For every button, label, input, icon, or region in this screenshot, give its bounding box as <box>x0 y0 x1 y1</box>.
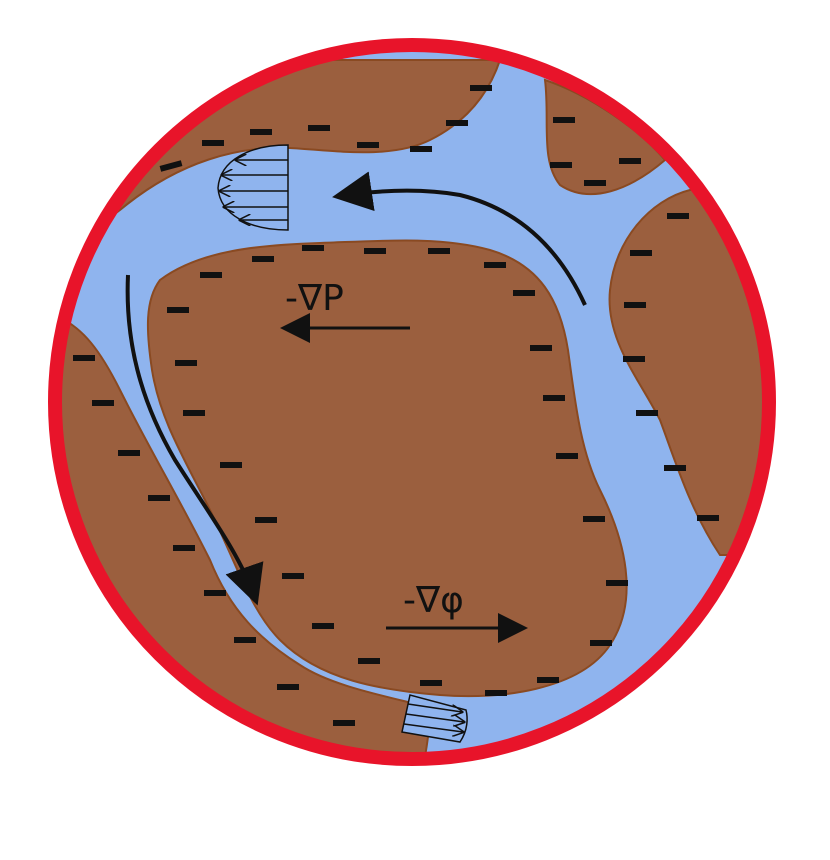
charge <box>250 129 272 135</box>
charge <box>485 690 507 696</box>
charge <box>252 256 274 262</box>
charge <box>357 142 379 148</box>
charge <box>590 640 612 646</box>
flow-arrow-left <box>125 274 264 606</box>
charge <box>333 720 355 726</box>
charge <box>410 146 432 152</box>
charge <box>159 160 183 172</box>
charge <box>550 162 572 168</box>
charge <box>308 125 330 131</box>
velocity-profile-top <box>217 144 289 231</box>
charge <box>584 180 606 186</box>
charge <box>583 516 605 522</box>
grain-center <box>146 239 628 698</box>
charge <box>202 140 224 146</box>
charge <box>277 684 299 690</box>
charge <box>148 495 170 501</box>
charge <box>255 517 277 523</box>
charge <box>167 307 189 313</box>
charge <box>118 450 140 456</box>
charge <box>624 302 646 308</box>
surface-charges <box>73 85 719 726</box>
charge <box>636 410 658 416</box>
flow-arrow-top <box>332 171 587 306</box>
charge <box>200 272 222 278</box>
charge <box>204 590 226 596</box>
charge <box>619 158 641 164</box>
boundary-ring <box>48 38 776 766</box>
charge <box>553 117 575 123</box>
potential-gradient-label: -∇φ <box>403 580 464 621</box>
pressure-gradient-label: -∇P <box>285 278 344 319</box>
charge <box>282 573 304 579</box>
charge <box>556 453 578 459</box>
charge <box>302 245 324 251</box>
charge <box>428 248 450 254</box>
charge <box>73 355 95 361</box>
charge <box>92 400 114 406</box>
charge <box>312 623 334 629</box>
charge <box>543 395 565 401</box>
charge <box>364 248 386 254</box>
charge <box>537 677 559 683</box>
charge <box>358 658 380 664</box>
charge <box>470 85 492 91</box>
charge <box>173 545 195 551</box>
charge <box>220 462 242 468</box>
charge <box>623 356 645 362</box>
charge <box>420 680 442 686</box>
charge <box>175 360 197 366</box>
charge <box>697 515 719 521</box>
charge <box>513 290 535 296</box>
charge <box>606 580 628 586</box>
charge <box>183 410 205 416</box>
velocity-profile-bottom <box>401 694 468 743</box>
charge <box>484 262 506 268</box>
charge <box>234 637 256 643</box>
charge <box>630 250 652 256</box>
charge <box>667 213 689 219</box>
charge <box>530 345 552 351</box>
charge <box>446 120 468 126</box>
charge <box>664 465 686 471</box>
